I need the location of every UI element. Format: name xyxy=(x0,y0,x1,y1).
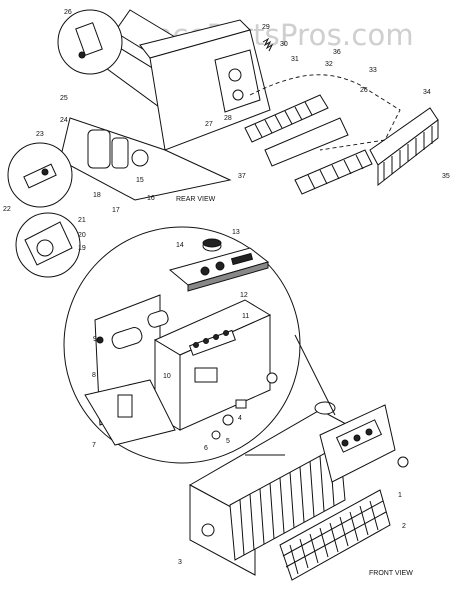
callout-20: 20 xyxy=(78,232,86,239)
relay xyxy=(117,394,133,418)
callout-12: 12 xyxy=(240,292,248,299)
callout-4: 4 xyxy=(238,415,242,422)
callout-14: 14 xyxy=(176,242,184,249)
callout-17: 17 xyxy=(112,207,120,214)
callout-labels: 1 2 3 4 5 6 7 8 9 10 11 12 13 14 15 16 1… xyxy=(3,9,450,566)
control-detail-circle xyxy=(63,226,301,464)
callout-1: 1 xyxy=(398,492,402,499)
callout-27: 27 xyxy=(205,121,213,128)
coil-face xyxy=(229,444,346,561)
callout-11: 11 xyxy=(242,313,249,320)
callout-18: 18 xyxy=(93,192,101,199)
callout-31: 31 xyxy=(291,56,299,63)
blower-scroll xyxy=(264,117,349,167)
callout-36: 36 xyxy=(333,49,341,56)
callout-23: 23 xyxy=(36,131,44,138)
callout-37: 37 xyxy=(238,173,246,180)
compressor xyxy=(87,129,111,169)
knob-1 xyxy=(397,456,409,468)
control-box-side xyxy=(179,314,271,431)
front-grille xyxy=(279,489,391,581)
callout-13: 13 xyxy=(232,229,240,236)
callout-33: 33 xyxy=(369,67,377,74)
callout-32: 32 xyxy=(325,61,333,68)
callout-34: 34 xyxy=(423,89,431,96)
front-view-assembly xyxy=(188,401,409,581)
side-grille xyxy=(369,107,439,187)
callout-30: 30 xyxy=(280,41,288,48)
fan-motor xyxy=(131,149,149,167)
rear-view-assembly xyxy=(7,9,439,278)
callout-35: 35 xyxy=(442,173,450,180)
callout-6: 6 xyxy=(204,445,208,452)
callout-25: 25 xyxy=(60,95,68,102)
callout-21: 21 xyxy=(78,217,86,224)
callout-19: 19 xyxy=(78,245,86,252)
callout-26a: 26 xyxy=(64,9,72,16)
callout-5: 5 xyxy=(226,438,230,445)
blower-wheel-upper xyxy=(244,94,329,143)
fitting-3 xyxy=(201,523,215,537)
leader-line xyxy=(294,334,336,416)
callout-22: 22 xyxy=(3,206,11,213)
callout-3: 3 xyxy=(178,559,182,566)
callout-28: 28 xyxy=(224,115,232,122)
rear-view-label: REAR VIEW xyxy=(176,196,216,203)
callout-9: 9 xyxy=(93,336,97,343)
callout-16: 16 xyxy=(147,195,155,202)
callout-10: 10 xyxy=(163,373,171,380)
blower-wheel-lower xyxy=(294,149,373,195)
callout-2: 2 xyxy=(402,523,406,530)
selector-switch xyxy=(188,329,236,356)
spring-part xyxy=(262,37,274,52)
callout-26b: 26 xyxy=(360,87,368,94)
callout-29: 29 xyxy=(262,24,270,31)
front-view-label: FRONT VIEW xyxy=(369,570,413,577)
assembly-path xyxy=(249,74,401,151)
callout-8: 8 xyxy=(92,372,96,379)
capacitor xyxy=(111,327,143,349)
callout-15: 15 xyxy=(136,177,144,184)
callout-24: 24 xyxy=(60,117,68,124)
thermostat xyxy=(194,367,218,383)
callout-7: 7 xyxy=(92,442,96,449)
